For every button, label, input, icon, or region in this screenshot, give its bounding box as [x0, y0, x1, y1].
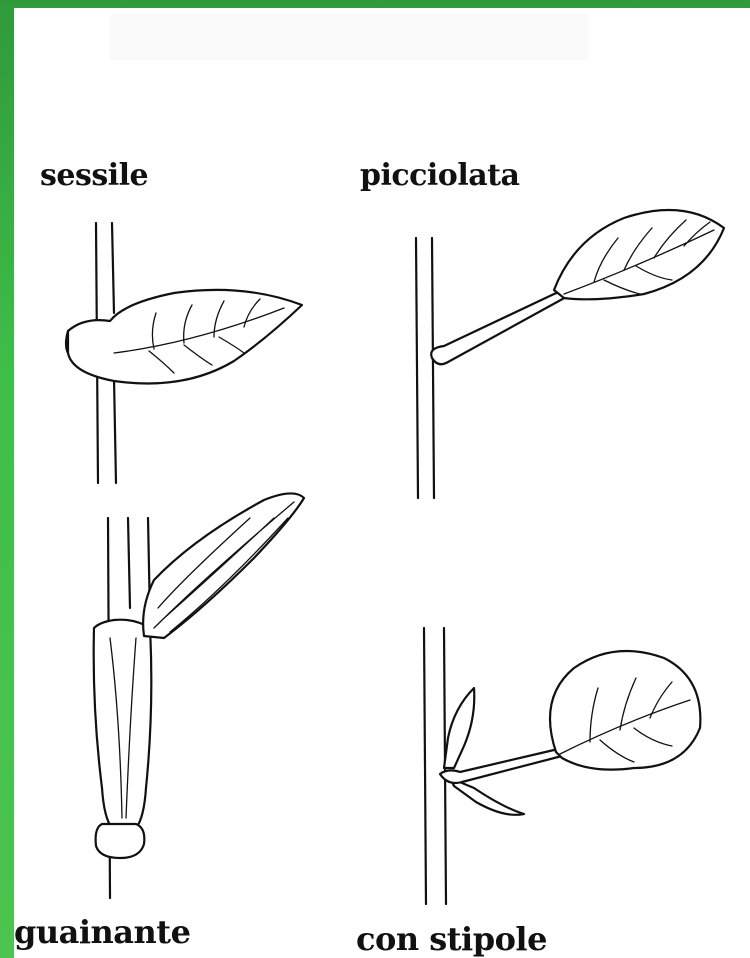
- guainante-leaf-drawing: [74, 488, 314, 908]
- title-strip: [110, 14, 588, 60]
- diagram-panel: sessile picciolata guainante con stipole: [14, 8, 750, 958]
- sessile-leaf-drawing: [54, 213, 324, 493]
- label-guainante: guainante: [14, 913, 190, 951]
- picciolata-leaf-drawing: [404, 198, 734, 508]
- label-picciolata: picciolata: [360, 158, 519, 193]
- label-sessile: sessile: [40, 158, 148, 193]
- label-con-stipole: con stipole: [356, 920, 547, 958]
- con-stipole-leaf-drawing: [414, 618, 714, 908]
